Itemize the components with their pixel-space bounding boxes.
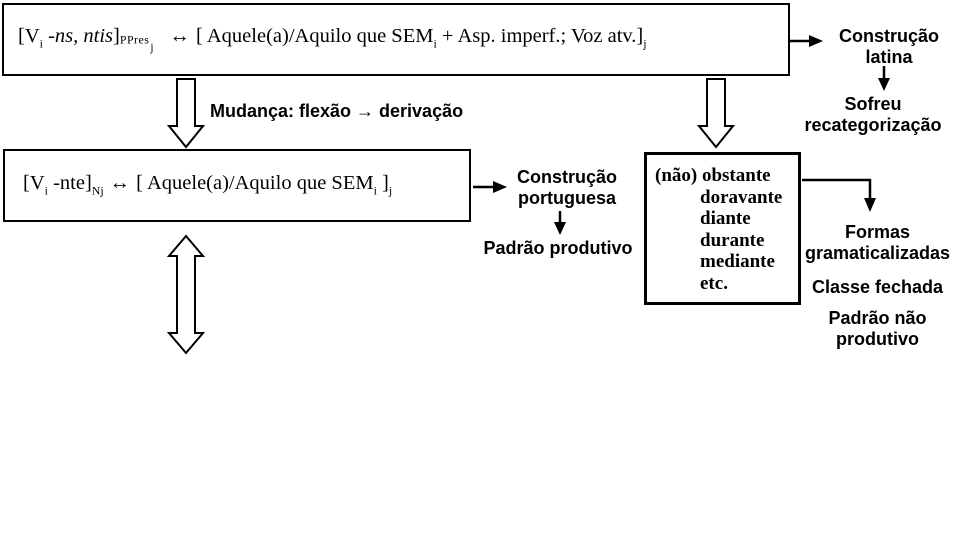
block-arrow-down-left-icon bbox=[166, 78, 206, 149]
port-sem-open: [ Aquele(a)/Aquilo que SEM bbox=[136, 172, 374, 195]
arrow-down-sofreu-icon bbox=[878, 66, 890, 91]
port-suffix: -nte] bbox=[47, 172, 92, 195]
latin-sem-sub-i: i bbox=[433, 36, 437, 51]
latin-sem-rest: + Asp. imperf.; Voz atv.] bbox=[436, 24, 644, 47]
label-classe-fechada: Classe fechada bbox=[811, 277, 944, 297]
latin-double-arrow: ↔ bbox=[169, 24, 191, 47]
latin-formula: [Vi -ns, ntis]PPresj↔[ Aquele(a)/Aquilo … bbox=[18, 25, 647, 55]
port-sem-close: ] bbox=[376, 172, 389, 195]
portuguese-formula: [Vi -nte]Nj↔[ Aquele(a)/Aquilo que SEMi … bbox=[23, 172, 392, 198]
word-box-head: (não) obstante bbox=[655, 165, 771, 186]
grammaticalized-forms-box: (não) obstante doravante diante durante … bbox=[644, 152, 801, 305]
latin-ppres-label: PPres bbox=[119, 32, 150, 47]
word-box-item: durante bbox=[700, 229, 765, 251]
label-mudanca: Mudança: flexão → derivação bbox=[210, 101, 464, 121]
arrow-down-padrao-icon bbox=[554, 211, 566, 235]
port-open: [V bbox=[23, 172, 45, 195]
latin-construction-box: [Vi -ns, ntis]PPresj↔[ Aquele(a)/Aquilo … bbox=[2, 3, 790, 76]
latin-suffix: -ns, ntis bbox=[42, 24, 114, 47]
latin-close-bracket: ] bbox=[113, 24, 120, 47]
label-formas-gramaticalizadas: Formas gramaticalizadas bbox=[804, 222, 951, 263]
port-double-arrow: ↔ bbox=[109, 172, 131, 195]
label-sofreu-recategorizacao: Sofreu recategorização bbox=[804, 94, 942, 135]
arrow-elbow-formas-icon bbox=[802, 178, 876, 212]
word-box-item: mediante bbox=[700, 251, 775, 272]
arrow-right-portuguesa-icon bbox=[473, 181, 507, 193]
label-construcao-portuguesa: Construção portuguesa bbox=[516, 167, 617, 208]
label-construcao-latina: Construção latina bbox=[838, 26, 939, 67]
port-sub-nj: Nj bbox=[91, 183, 104, 198]
double-arrow-vertical-icon bbox=[166, 234, 206, 355]
word-box-item: diante bbox=[700, 208, 751, 229]
port-sem-sub-j: j bbox=[388, 183, 393, 198]
latin-sub-i: i bbox=[39, 36, 43, 51]
portuguese-construction-box: [Vi -nte]Nj↔[ Aquele(a)/Aquilo que SEMi … bbox=[3, 149, 471, 222]
block-arrow-down-right-icon bbox=[696, 78, 736, 149]
latin-sem-sub-j: j bbox=[643, 36, 647, 51]
port-sem-sub-i: i bbox=[373, 183, 377, 198]
word-box-item: etc. bbox=[700, 272, 728, 294]
label-padrao-produtivo: Padrão produtivo bbox=[483, 238, 633, 258]
port-sub-i: i bbox=[44, 183, 48, 198]
latin-open: [V bbox=[18, 24, 40, 47]
latin-sub-j: j bbox=[150, 42, 154, 55]
word-box-item: doravante bbox=[700, 186, 783, 208]
label-padrao-nao-produtivo: Padrão não produtivo bbox=[828, 308, 927, 349]
latin-sem-open: [ Aquele(a)/Aquilo que SEM bbox=[196, 24, 434, 47]
